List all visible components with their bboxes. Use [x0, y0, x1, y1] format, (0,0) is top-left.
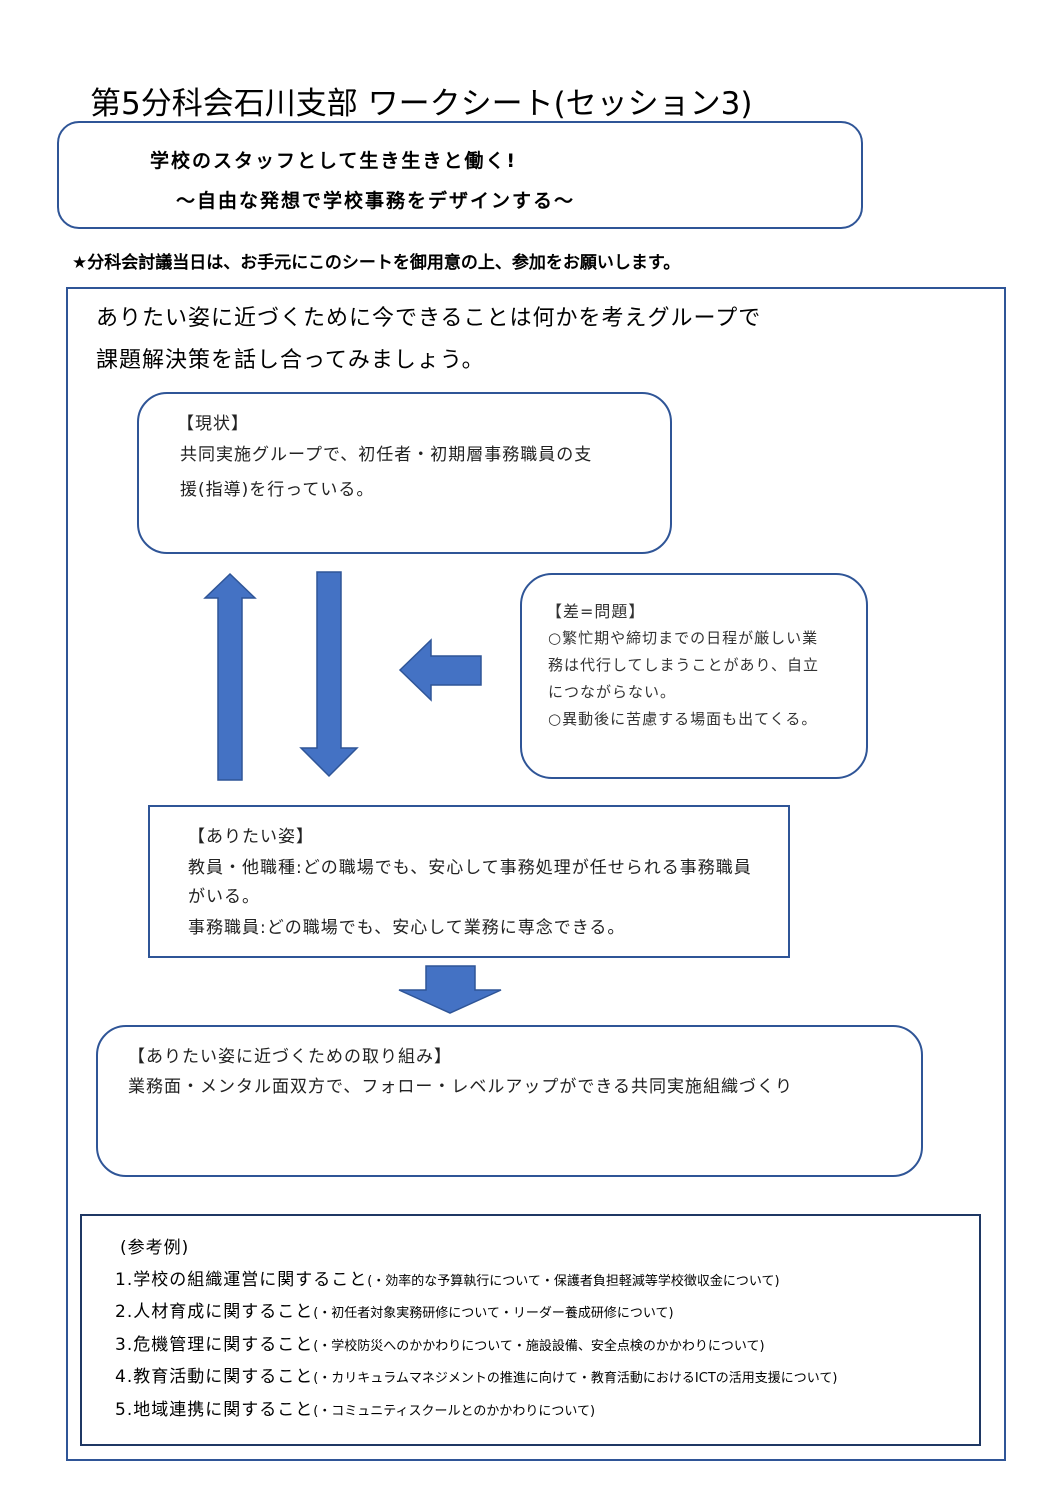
gap-problem-line-3: につながらない。 [548, 683, 677, 701]
reference-item: 4.教育活動に関すること(・カリキュラムマネジメントの推進に向けて・教育活動にお… [115, 1362, 837, 1387]
gap-problem-line-1: ○繁忙期や締切までの日程が厳しい業 [548, 629, 819, 647]
reference-item-main: 2.人材育成に関すること [115, 1302, 314, 1322]
gap-problem-heading: 【差=問題】 [546, 602, 646, 621]
current-state-line-2: 援(指導)を行っている。 [180, 480, 375, 500]
reference-item: 2.人材育成に関すること(・初任者対象実務研修について・リーダー養成研修について… [115, 1297, 674, 1322]
ideal-state-box [148, 805, 790, 958]
page-title: 第5分科会石川支部 ワークシート(セッション3) [90, 86, 753, 122]
gap-problem-line-4: ○異動後に苦慮する場面も出てくる。 [548, 710, 818, 728]
current-state-heading: 【現状】 [177, 414, 249, 434]
reference-item: 3.危機管理に関すること(・学校防災へのかかわりについて・施設設備、安全点検のか… [115, 1330, 765, 1355]
reference-item-detail: (・初任者対象実務研修について・リーダー養成研修について) [313, 1306, 674, 1321]
gap-problem-box [520, 573, 868, 779]
reference-item-main: 5.地域連携に関すること [115, 1400, 314, 1420]
worksheet-frame [66, 287, 1006, 1461]
intro-line-2: 課題解決策を話し合ってみましょう。 [96, 348, 485, 373]
current-state-box [137, 392, 672, 554]
ideal-state-line-1: 教員・他職種:どの職場でも、安心して事務処理が任せられる事務職員 [188, 858, 752, 878]
reference-item-detail: (・カリキュラムマネジメントの推進に向けて・教育活動におけるICTの活用支援につ… [313, 1371, 838, 1386]
reference-item-main: 4.教育活動に関すること [115, 1367, 314, 1387]
theme-box [57, 121, 863, 229]
reference-item-main: 1.学校の組織運営に関すること [115, 1270, 368, 1290]
reference-item-main: 3.危機管理に関すること [115, 1335, 314, 1355]
reference-item: 5.地域連携に関すること(・コミュニティスクールとのかかわりについて) [115, 1395, 595, 1420]
ideal-state-line-2: がいる。 [188, 887, 260, 907]
notice-text: ★分科会討議当日は、お手元にこのシートを御用意の上、参加をお願いします。 [72, 253, 681, 273]
intro-line-1: ありたい姿に近づくために今できることは何かを考えグループで [96, 306, 762, 331]
current-state-line-1: 共同実施グループで、初任者・初期層事務職員の支 [180, 445, 593, 465]
reference-item-detail: (・コミュニティスクールとのかかわりについて) [313, 1404, 596, 1419]
reference-item: 1.学校の組織運営に関すること(・効率的な予算執行について・保護者負担軽減等学校… [115, 1265, 780, 1290]
reference-heading: (参考例) [120, 1238, 190, 1258]
action-box [96, 1025, 923, 1177]
theme-line-2: 〜自由な発想で学校事務をデザインする〜 [176, 190, 576, 212]
ideal-state-heading: 【ありたい姿】 [188, 827, 314, 847]
gap-problem-line-2: 務は代行してしまうことがあり、自立 [548, 656, 819, 674]
ideal-state-line-3: 事務職員:どの職場でも、安心して業務に専念できる。 [188, 918, 626, 938]
action-line-1: 業務面・メンタル面双方で、フォロー・レベルアップができる共同実施組織づくり [128, 1077, 793, 1097]
reference-item-detail: (・学校防災へのかかわりについて・施設設備、安全点検のかかわりについて) [313, 1339, 765, 1354]
reference-box [80, 1214, 981, 1446]
action-heading: 【ありたい姿に近づくための取り組み】 [128, 1047, 452, 1067]
reference-item-detail: (・効率的な予算執行について・保護者負担軽減等学校徴収金について) [367, 1274, 780, 1289]
theme-line-1: 学校のスタッフとして生き生きと働く! [150, 150, 518, 172]
